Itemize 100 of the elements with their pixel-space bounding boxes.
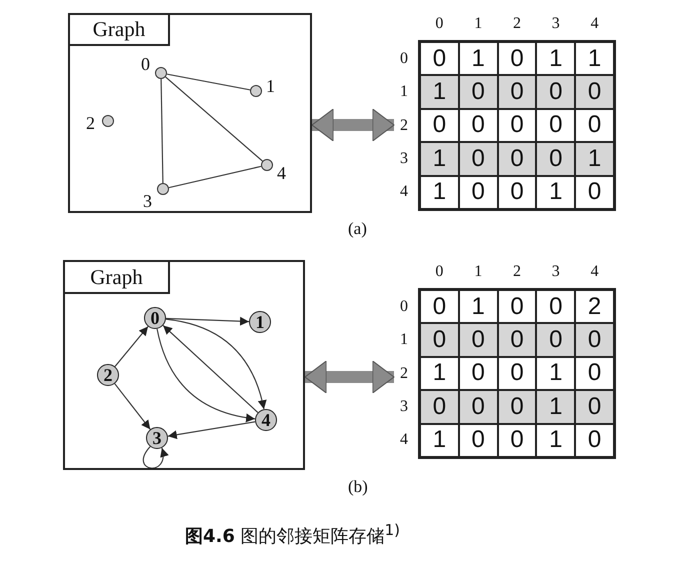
double-arrow <box>304 360 395 394</box>
row-index: 4 <box>399 430 409 450</box>
matrix-cell: 1 <box>420 142 459 176</box>
matrix-cell: 0 <box>420 390 459 424</box>
matrix-cell: 0 <box>458 142 498 176</box>
vertex-circle: 1 <box>249 311 271 333</box>
matrix-cell: 0 <box>536 290 576 324</box>
arrow <box>142 446 168 469</box>
vertex-label: 1 <box>266 77 275 95</box>
subfigure-label: (a) <box>348 219 367 239</box>
row-index: 4 <box>399 182 409 202</box>
matrix-cell: 0 <box>498 323 536 357</box>
arrow <box>114 326 148 367</box>
matrix-cell: 0 <box>575 176 614 209</box>
matrix-cell: 2 <box>575 290 614 324</box>
matrix-cell: 0 <box>498 142 536 176</box>
matrix-cell: 1 <box>420 424 459 457</box>
matrix-cell: 0 <box>575 108 614 142</box>
matrix-cell: 0 <box>458 390 498 424</box>
matrix-cell: 1 <box>536 390 576 424</box>
column-index: 4 <box>590 262 600 282</box>
matrix-cell: 0 <box>498 290 536 324</box>
row-index: 3 <box>399 148 409 169</box>
matrix-cell: 0 <box>498 42 536 76</box>
matrix-cell: 0 <box>536 142 576 176</box>
arrow <box>114 383 151 430</box>
vertex-circle: 4 <box>255 409 277 431</box>
matrix-cell: 0 <box>458 75 498 109</box>
vertex-label: 3 <box>143 192 152 210</box>
arrow <box>162 325 258 413</box>
column-index: 3 <box>550 262 561 282</box>
row-index: 3 <box>399 396 409 417</box>
column-index: 0 <box>434 14 444 34</box>
column-index: 1 <box>473 262 484 282</box>
row-index: 2 <box>399 116 409 136</box>
matrix-cell: 0 <box>498 108 536 142</box>
matrix-cell: 1 <box>420 75 459 109</box>
figure-caption: 图4.6 图的邻接矩阵存储$^{1)}$ <box>185 521 400 549</box>
vertex-label: 2 <box>86 114 95 132</box>
panel-title: Graph <box>63 260 170 294</box>
matrix-cell: 0 <box>498 424 536 457</box>
matrix-cell: 1 <box>458 290 498 324</box>
matrix-cell: 0 <box>420 290 459 324</box>
vertex-label: 4 <box>277 164 286 182</box>
edge-line <box>160 79 164 183</box>
matrix-cell: 0 <box>498 390 536 424</box>
matrix-cell: 0 <box>575 75 614 109</box>
matrix-cell: 0 <box>458 323 498 357</box>
matrix-cell: 0 <box>575 424 614 457</box>
arrow <box>166 318 266 410</box>
matrix-cell: 1 <box>420 356 459 390</box>
matrix-cell: 1 <box>575 42 614 76</box>
vertex-circle: 2 <box>97 364 119 386</box>
column-index: 3 <box>550 14 561 34</box>
edge-line <box>168 166 262 188</box>
matrix-cell: 1 <box>575 142 614 176</box>
double-arrow <box>311 108 395 142</box>
column-index: 0 <box>434 262 444 282</box>
matrix-cell: 0 <box>420 323 459 357</box>
edge-line <box>165 76 263 162</box>
matrix-cell: 0 <box>498 356 536 390</box>
edge-line <box>166 74 250 90</box>
matrix-cell: 0 <box>536 323 576 357</box>
row-index: 1 <box>399 330 409 350</box>
panel-title: Graph <box>68 13 170 46</box>
matrix-cell: 1 <box>536 356 576 390</box>
matrix-cell: 0 <box>575 323 614 357</box>
graph-panel <box>63 260 305 470</box>
matrix-cell: 1 <box>536 42 576 76</box>
matrix-cell: 0 <box>536 108 576 142</box>
matrix-cell: 1 <box>420 176 459 209</box>
column-index: 1 <box>473 14 484 34</box>
matrix-cell: 0 <box>575 390 614 424</box>
matrix-cell: 0 <box>458 356 498 390</box>
matrix-cell: 0 <box>420 42 459 76</box>
arrow <box>168 421 256 440</box>
vertex-circle: 0 <box>144 307 166 329</box>
matrix-cell: 1 <box>458 42 498 76</box>
matrix-cell: 0 <box>420 108 459 142</box>
matrix-cell: 0 <box>458 424 498 457</box>
subfigure-label: (b) <box>348 477 368 497</box>
matrix-cell: 0 <box>458 108 498 142</box>
matrix-cell: 1 <box>536 176 576 209</box>
row-index: 0 <box>399 48 409 69</box>
column-index: 2 <box>512 14 522 34</box>
matrix-cell: 0 <box>575 356 614 390</box>
vertex-label: 0 <box>141 55 150 73</box>
column-index: 2 <box>512 262 522 282</box>
row-index: 0 <box>399 296 409 317</box>
matrix-cell: 0 <box>498 176 536 209</box>
vertex-circle: 3 <box>146 427 168 449</box>
row-index: 1 <box>399 82 409 102</box>
matrix-cell: 0 <box>498 75 536 109</box>
matrix-cell: 1 <box>536 424 576 457</box>
matrix-cell: 0 <box>458 176 498 209</box>
row-index: 2 <box>399 364 409 384</box>
column-index: 4 <box>590 14 600 34</box>
arrow <box>156 328 256 422</box>
graph-panel <box>68 13 312 213</box>
arrow <box>166 316 250 326</box>
